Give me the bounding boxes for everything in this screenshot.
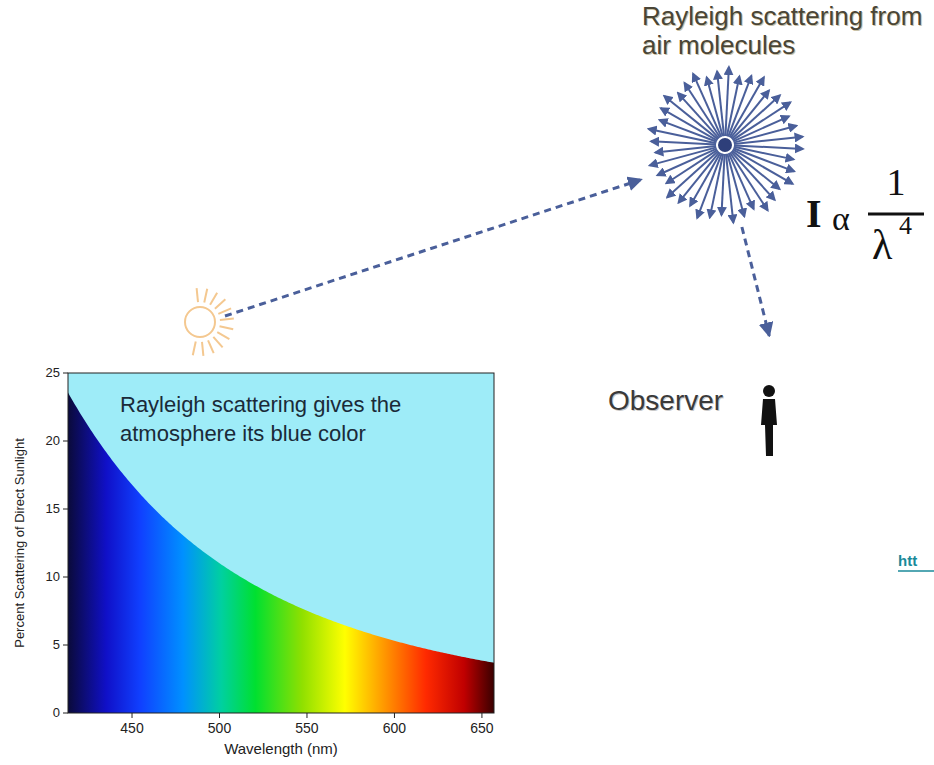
x-tick: 550 <box>295 721 318 736</box>
scattering-molecule: Rayleigh scattering from air molecules <box>600 2 930 227</box>
scattered-ray <box>742 227 769 336</box>
node-text: Rayleigh scattering from air molecules <box>642 2 932 59</box>
air-molecule <box>718 138 732 152</box>
y-tick: 15 <box>46 502 60 516</box>
source-link: htt <box>898 553 917 570</box>
y-tick: 10 <box>46 570 60 584</box>
formula-lambda: λ <box>872 222 892 268</box>
x-tick: 450 <box>120 721 143 736</box>
x-tick: 500 <box>208 721 231 736</box>
plot-frame <box>68 373 494 713</box>
y-tick: 20 <box>46 434 60 448</box>
sun-symbol <box>185 288 234 356</box>
sunlight-ray <box>225 180 640 316</box>
formula-proportional: α <box>832 200 850 237</box>
observer-figure <box>761 385 777 456</box>
link-underline <box>898 570 934 572</box>
x-tick: 650 <box>470 721 493 736</box>
observer: Observer <box>604 336 794 460</box>
x-axis-title: Wavelength (nm) <box>224 741 338 758</box>
scattering-starburst <box>649 67 803 222</box>
spectrum-fill <box>68 393 494 713</box>
sky-fill <box>68 373 494 713</box>
node-text: Observer <box>608 384 788 418</box>
formula-numerator: 1 <box>887 162 906 204</box>
formula-exponent: 4 <box>899 212 912 241</box>
y-tick: 0 <box>53 706 60 720</box>
x-tick: 600 <box>383 721 406 736</box>
plot-area: Rayleigh scattering gives the atmosphere… <box>68 373 494 713</box>
y-tick: 5 <box>53 638 60 652</box>
node-text: Rayleigh scattering gives the atmosphere… <box>120 391 490 448</box>
y-tick: 25 <box>46 366 60 380</box>
fraction-bar <box>868 213 924 216</box>
axis-ticks <box>63 373 482 718</box>
y-axis-title: Percent Scattering of Direct Sunlight <box>13 438 27 648</box>
formula-intensity: I <box>806 192 822 236</box>
